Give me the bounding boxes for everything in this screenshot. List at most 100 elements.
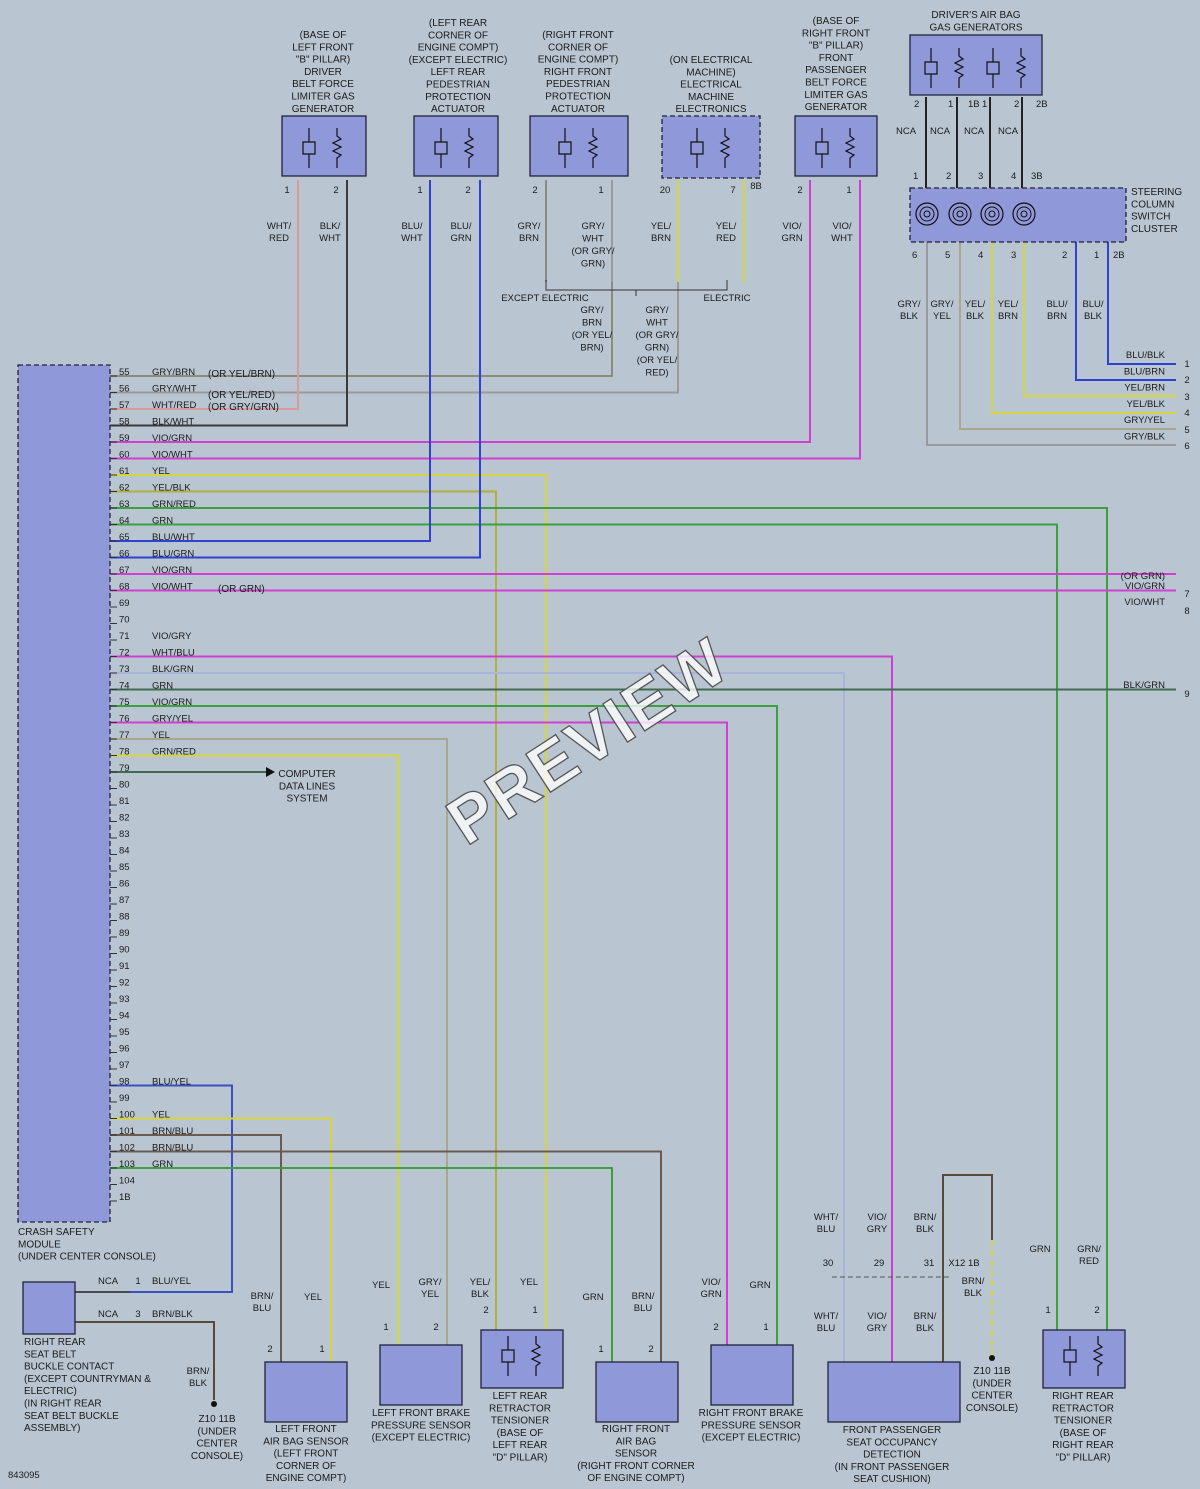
pin: 1 xyxy=(284,185,289,196)
wire-color: BLK xyxy=(900,311,919,322)
pin: 1 xyxy=(982,99,987,110)
computer-arrow xyxy=(266,767,275,777)
rr-tensioner-name-line: (BASE OF xyxy=(1060,1428,1107,1439)
rf-ped-name-line: (RIGHT FRONT xyxy=(542,30,613,41)
wire-color: GRY xyxy=(867,1224,888,1235)
rf-ped-symbol xyxy=(558,128,599,168)
pin: 7 xyxy=(730,185,735,196)
driver-belt-name-line: BELT FORCE xyxy=(292,79,354,90)
pin: 2 xyxy=(713,1322,718,1333)
pin-number: 102 xyxy=(119,1143,135,1154)
pin: 1 xyxy=(383,1322,388,1333)
pin-wire-label: YEL/BLK xyxy=(152,483,191,494)
alt-label: (OR YEL/BRN) xyxy=(208,369,275,380)
wire-color: (OR YEL/ xyxy=(572,330,613,341)
pin: 1 xyxy=(532,1305,537,1316)
lf-brake-sensor-name-line: PRESSURE SENSOR xyxy=(371,1420,471,1431)
pin-wire-label: VIO/GRN xyxy=(152,565,192,576)
rr-buckle-name-line: (IN RIGHT REAR xyxy=(24,1399,102,1410)
ground1-name-line: (UNDER xyxy=(198,1426,237,1437)
pin: 6 xyxy=(912,250,917,261)
wire-color: WHT xyxy=(646,318,668,329)
wire-color: GRN xyxy=(1029,1244,1050,1255)
ground1-name-line: Z10 11B xyxy=(198,1414,235,1425)
wire-color: GRN/ xyxy=(1077,1244,1101,1255)
steering-column-switch-cluster xyxy=(909,187,1127,243)
wire-color: RED xyxy=(716,233,736,244)
pin: 1 xyxy=(846,185,851,196)
driver-belt-generator xyxy=(281,115,367,177)
pin: 2 xyxy=(1062,250,1067,261)
lr-tensioner-name-line: TENSIONER xyxy=(491,1416,549,1427)
wire-color: GRY/ xyxy=(645,305,668,316)
em-name-line: ELECTRICAL xyxy=(680,80,742,91)
lr-ped-name-line: CORNER OF xyxy=(428,30,488,41)
lr-ped-name-line: LEFT REAR xyxy=(431,67,486,78)
wire-color: BRN xyxy=(998,311,1018,322)
airbag-stage1-symbol xyxy=(924,48,965,88)
wire-color: BRN) xyxy=(580,343,603,354)
clockspring-coil xyxy=(984,206,1000,222)
airbag-name-line: DRIVER'S AIR BAG xyxy=(931,10,1020,21)
ground2-name-line: (UNDER xyxy=(973,1378,1012,1389)
lf-airbag-sensor xyxy=(264,1361,348,1423)
crash-safety-module xyxy=(17,364,111,1223)
wire-color: RED xyxy=(1079,1256,1099,1267)
pin-wire-label: GRY/YEL xyxy=(152,714,193,725)
pin: 29 xyxy=(874,1258,885,1269)
wire-60 xyxy=(110,180,861,460)
pin: 2 xyxy=(797,185,802,196)
wire-color: VIO/ xyxy=(832,221,851,232)
pin-number: 66 xyxy=(119,549,130,560)
passenger-belt-generator xyxy=(794,115,878,177)
lf-airbag-sensor-name-line: AIR BAG SENSOR xyxy=(263,1436,349,1447)
driver-belt-symbol xyxy=(302,128,343,168)
rr-buckle-name-line: SEAT BELT BUCKLE xyxy=(24,1411,119,1422)
clockspring-coil xyxy=(923,210,931,218)
lr-ped-name-line: PEDESTRIAN xyxy=(426,80,490,91)
nca-label: NCA xyxy=(930,126,951,137)
squib-symbol xyxy=(924,48,938,88)
wire-76 xyxy=(110,721,728,1345)
clockspring-coil xyxy=(952,206,968,222)
wire-color: YEL xyxy=(520,1277,538,1288)
wire-color: BRN/ xyxy=(914,1212,937,1223)
steering-output-label: YEL/BLK xyxy=(1126,399,1165,410)
lr-tensioner-name-line: LEFT REAR xyxy=(493,1391,548,1402)
airbag-stage2-symbol xyxy=(986,48,1027,88)
lr-tensioner-symbol xyxy=(501,1336,542,1376)
steering-output-label: GRY/YEL xyxy=(1124,415,1165,426)
pin: 1 xyxy=(417,185,422,196)
resistor-symbol xyxy=(463,128,475,168)
right-output-label: VIO/WHT xyxy=(1124,597,1165,608)
lf-brake-sensor xyxy=(379,1344,463,1406)
wire-color: WHT xyxy=(831,233,853,244)
ground-symbol xyxy=(989,1355,995,1361)
rf-airbag-sensor xyxy=(595,1361,679,1423)
rr-buckle-name-line: RIGHT REAR xyxy=(24,1337,86,1348)
lr-retractor-tensioner xyxy=(480,1329,564,1389)
alt-label: (OR GRN) xyxy=(1121,571,1165,582)
airbag-name-line: GAS GENERATORS xyxy=(930,22,1023,33)
rr-tensioner-name-line: RIGHT REAR xyxy=(1052,1440,1114,1451)
resistor-symbol xyxy=(844,128,856,168)
em-name-line: MACHINE) xyxy=(686,67,735,78)
pin-number: 97 xyxy=(119,1060,130,1071)
lr-ped-name-line: ACTUATOR xyxy=(431,104,485,115)
resistor-symbol xyxy=(1092,1336,1104,1376)
wire-color: BRN xyxy=(1047,311,1067,322)
driver-belt-name-line: (BASE OF xyxy=(300,30,347,41)
pass-belt-symbol xyxy=(815,128,856,168)
wire-color: BLK xyxy=(916,1323,935,1334)
pin: 1 xyxy=(598,1344,603,1355)
rr-buckle-contact xyxy=(22,1281,76,1335)
wire-64 xyxy=(110,523,1058,1330)
wire-98 xyxy=(110,1084,233,1293)
pin-number: 85 xyxy=(119,862,130,873)
rr-tensioner-name-line: "D" PILLAR) xyxy=(1056,1453,1111,1464)
pin-number: 61 xyxy=(119,466,130,477)
pin-number: 64 xyxy=(119,516,130,527)
rf-brake-sensor xyxy=(710,1344,794,1406)
output-number: 2 xyxy=(1184,375,1189,386)
pin-wire-label: GRN xyxy=(152,1159,173,1170)
